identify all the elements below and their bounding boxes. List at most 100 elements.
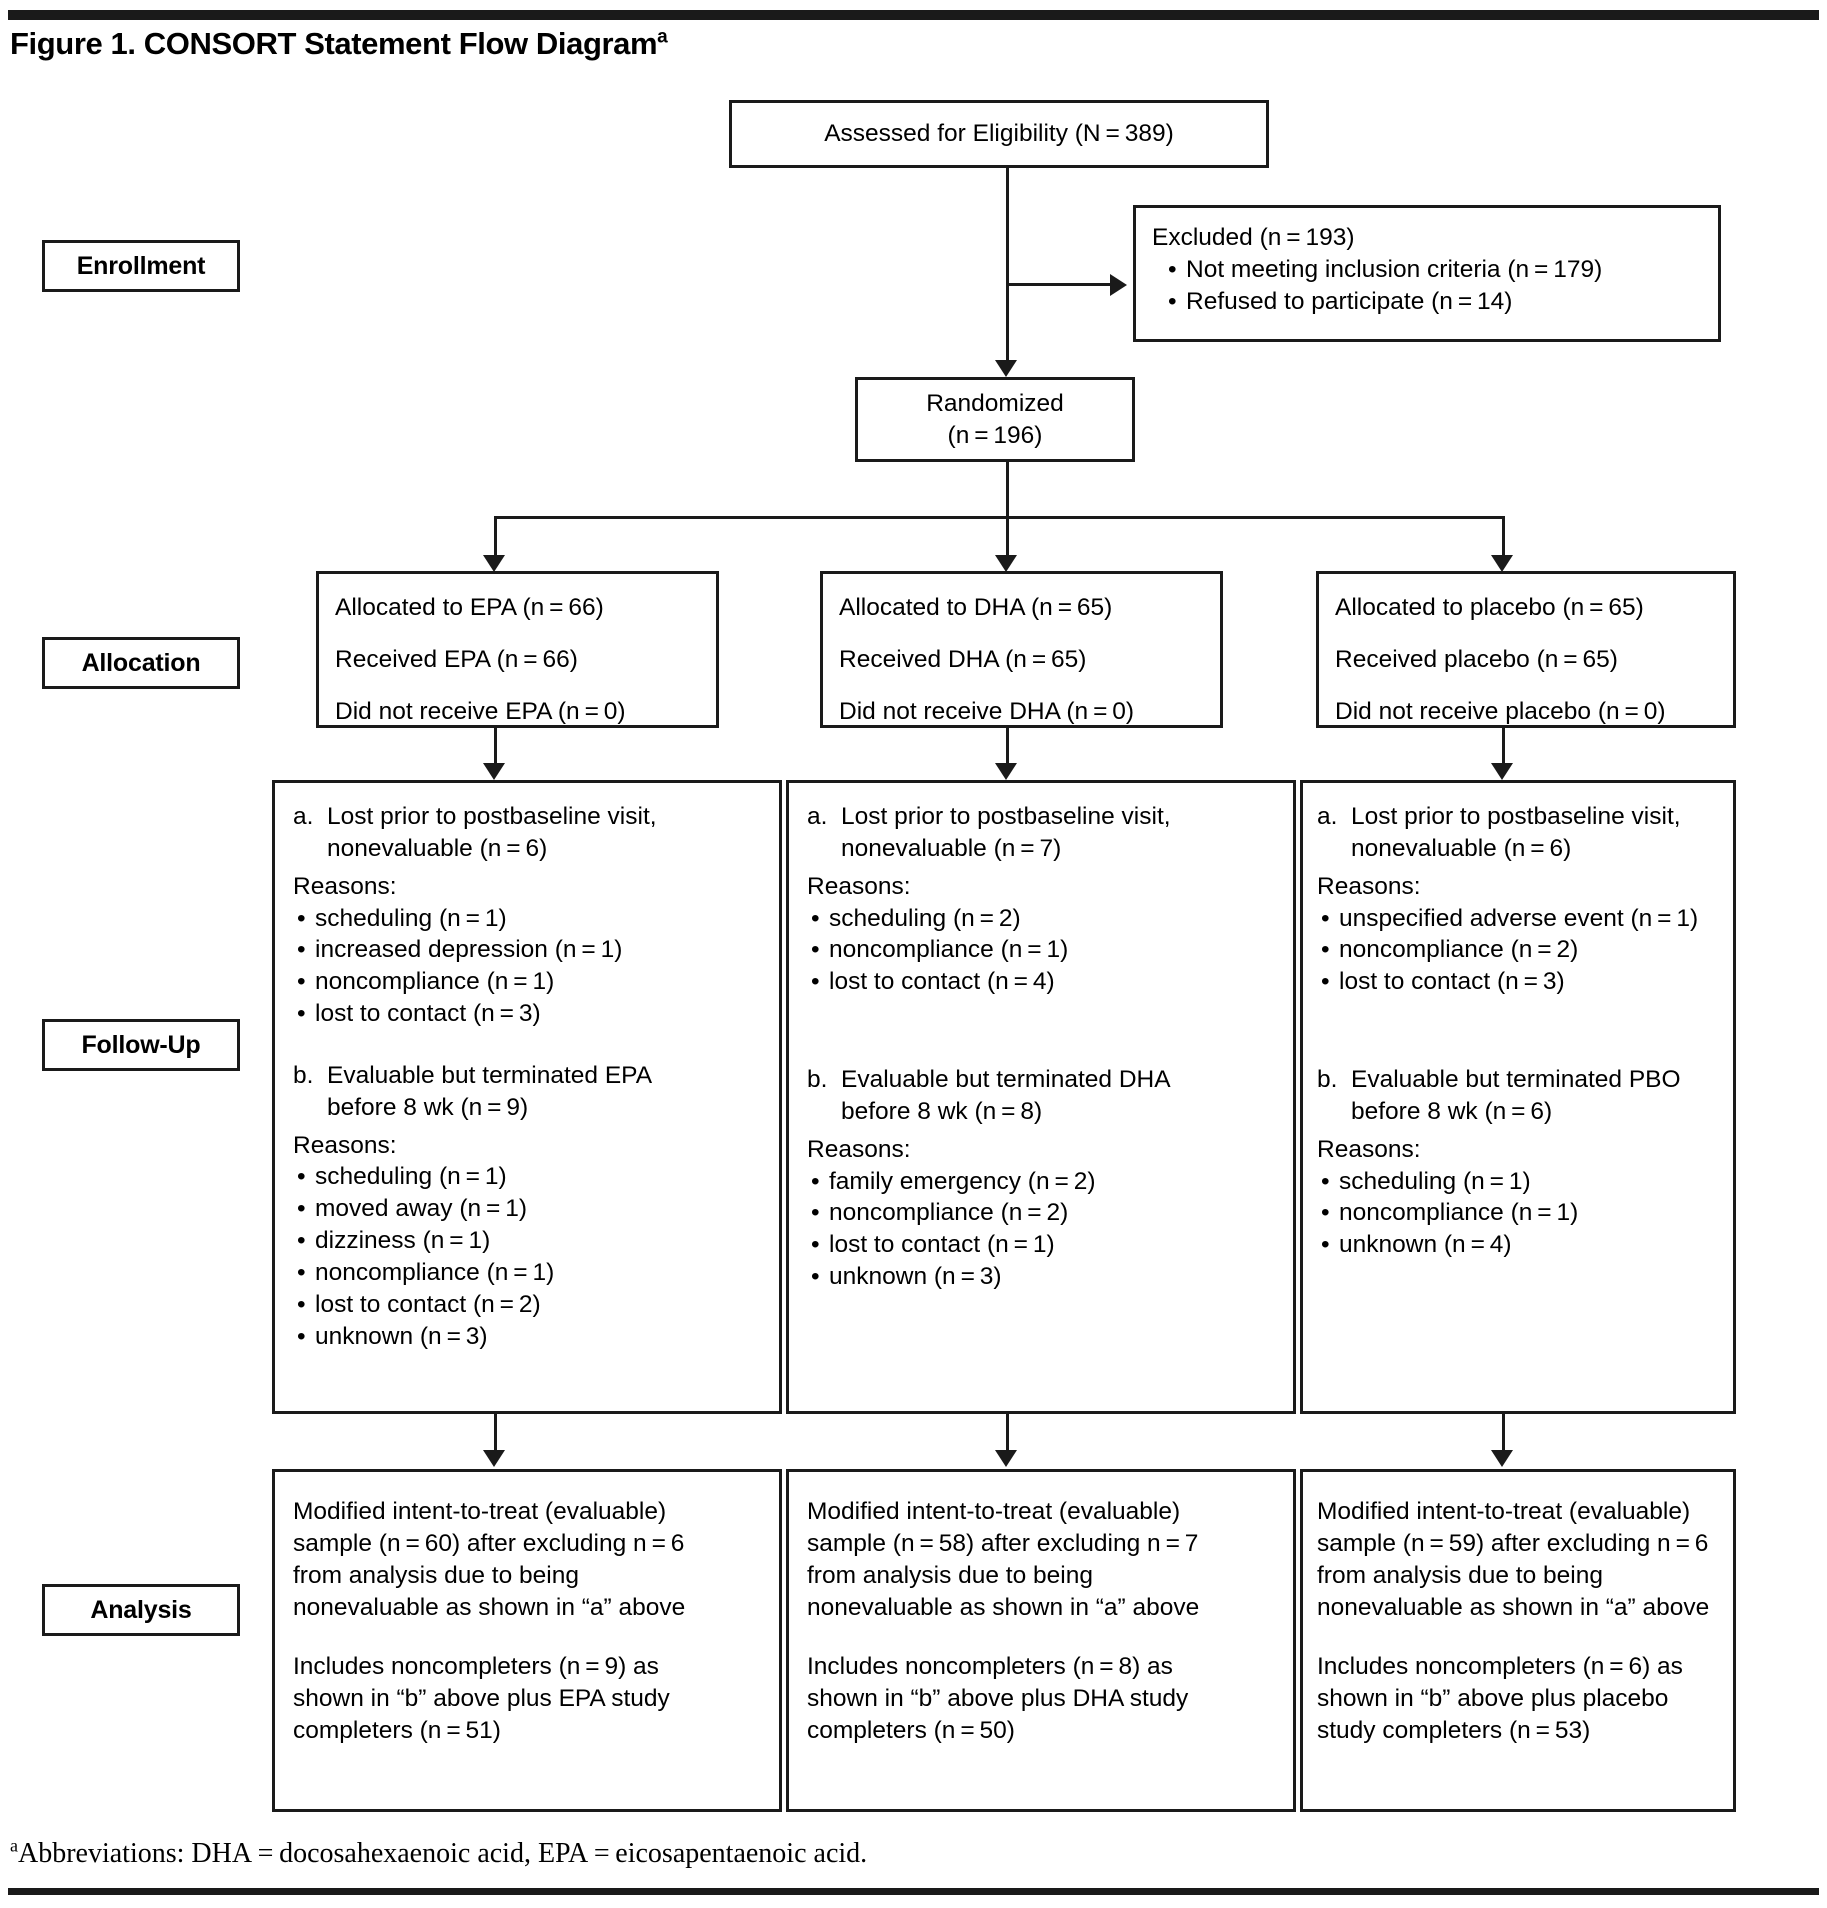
followup-placebo-a-text: Lost prior to postbaseline visit, noneva… — [1351, 801, 1719, 865]
followup-dha-b-text: Evaluable but terminated DHA before 8 wk… — [841, 1064, 1275, 1128]
analysis-dha-p1-l2: sample (n = 58) after excluding n = 7 — [807, 1529, 1199, 1557]
list-item: noncompliance (n = 1) — [293, 966, 761, 998]
box-followup-placebo: a. Lost prior to postbaseline visit, non… — [1300, 780, 1736, 1414]
analysis-dha-paragraph-1: Modified intent-to-treat (evaluable) sam… — [807, 1496, 1275, 1623]
box-followup-epa: a. Lost prior to postbaseline visit, non… — [272, 780, 782, 1414]
list-item: unknown (n = 3) — [293, 1321, 761, 1353]
list-item: unspecified adverse event (n = 1) — [1317, 903, 1719, 935]
followup-dha-b-line2: before 8 wk (n = 8) — [841, 1097, 1043, 1125]
list-item: lost to contact (n = 4) — [807, 966, 1275, 998]
list-item: scheduling (n = 1) — [1317, 1166, 1719, 1198]
connector-drop-dha — [1006, 516, 1009, 563]
box-analysis-epa: Modified intent-to-treat (evaluable) sam… — [272, 1469, 782, 1812]
stage-label-allocation: Allocation — [42, 637, 240, 689]
list-item: moved away (n = 1) — [293, 1193, 761, 1225]
followup-placebo-b-line1: Evaluable but terminated PBO — [1351, 1066, 1681, 1094]
analysis-dha-p2-l3: completers (n = 50) — [807, 1717, 1015, 1745]
followup-placebo-b-reasons-head: Reasons: — [1317, 1135, 1421, 1163]
list-item: lost to contact (n = 1) — [807, 1229, 1275, 1261]
top-rule — [8, 10, 1819, 20]
excluded-reason-list: Not meeting inclusion criteria (n = 179)… — [1152, 254, 1702, 318]
randomized-line-2: (n = 196) — [947, 421, 1043, 449]
followup-dha-a-reasons-head: Reasons: — [807, 872, 911, 900]
analysis-placebo-p1-l2: sample (n = 59) after excluding n = 6 — [1317, 1529, 1709, 1557]
connector-drop-epa — [494, 516, 497, 563]
analysis-epa-paragraph-1: Modified intent-to-treat (evaluable) sam… — [293, 1496, 761, 1623]
arrowhead-drop-epa — [483, 555, 505, 572]
followup-placebo-a-marker: a. — [1317, 803, 1338, 830]
list-item: Refused to participate (n = 14) — [1152, 286, 1702, 318]
analysis-epa-p1-l1: Modified intent-to-treat (evaluable) — [293, 1498, 667, 1525]
followup-placebo-b-title: b. Evaluable but terminated PBO before 8… — [1317, 1064, 1719, 1128]
analysis-placebo-p2-l3: study completers (n = 53) — [1317, 1717, 1591, 1745]
box-assessed-for-eligibility: Assessed for Eligibility (N = 389) — [729, 100, 1269, 168]
followup-placebo-a-line1: Lost prior to postbaseline visit, — [1351, 803, 1681, 830]
followup-dha-b-reasons: family emergency (n = 2) noncompliance (… — [807, 1166, 1275, 1293]
followup-epa-spacer — [293, 1030, 761, 1060]
analysis-dha-p2-l2: shown in “b” above plus DHA study — [807, 1685, 1189, 1713]
analysis-epa-p1-l3: from analysis due to being — [293, 1561, 579, 1589]
connector-alloc-to-fu-placebo — [1502, 728, 1505, 771]
arrowhead-drop-placebo — [1491, 555, 1513, 572]
analysis-epa-p2-l1: Includes noncompleters (n = 9) as — [293, 1653, 659, 1681]
figure-title-text: Figure 1. CONSORT Statement Flow Diagram — [10, 26, 658, 61]
followup-dha-a-line2: nonevaluable (n = 7) — [841, 834, 1062, 862]
arrowhead-to-randomized — [995, 360, 1017, 377]
followup-placebo-a-reasons: unspecified adverse event (n = 1) noncom… — [1317, 903, 1719, 999]
box-analysis-placebo: Modified intent-to-treat (evaluable) sam… — [1300, 1469, 1736, 1812]
followup-epa-a-reasons: scheduling (n = 1) increased depression … — [293, 903, 761, 1030]
allocation-epa-allocated: Allocated to EPA (n = 66) — [335, 594, 604, 621]
arrowhead-analysis-epa — [483, 1450, 505, 1467]
excluded-title: Excluded (n = 193) — [1152, 224, 1355, 251]
followup-dha-b-reasons-head: Reasons: — [807, 1135, 911, 1163]
box-allocation-placebo: Allocated to placebo (n = 65) Received p… — [1316, 571, 1736, 728]
list-item: dizziness (n = 1) — [293, 1225, 761, 1257]
stage-label-enrollment-text: Enrollment — [76, 251, 206, 280]
list-item: increased depression (n = 1) — [293, 934, 761, 966]
stage-label-allocation-text: Allocation — [81, 648, 201, 677]
followup-epa-b-title: b. Evaluable but terminated EPA before 8… — [293, 1060, 761, 1124]
followup-dha-spacer — [807, 998, 1275, 1064]
followup-placebo-spacer — [1317, 998, 1719, 1064]
followup-dha-a-title: a. Lost prior to postbaseline visit, non… — [807, 801, 1275, 865]
followup-epa-b-reasons-head: Reasons: — [293, 1131, 397, 1159]
followup-epa-b-line2: before 8 wk (n = 9) — [327, 1093, 529, 1121]
figure-title-footnote-marker: a — [657, 26, 668, 48]
followup-placebo-b-marker: b. — [1317, 1066, 1338, 1094]
followup-epa-b-marker: b. — [293, 1061, 314, 1089]
bottom-rule — [8, 1888, 1819, 1895]
connector-alloc-to-fu-dha — [1006, 728, 1009, 771]
followup-placebo-a-line2: nonevaluable (n = 6) — [1351, 834, 1572, 862]
followup-dha-a-text: Lost prior to postbaseline visit, noneva… — [841, 801, 1275, 865]
allocation-placebo-not-received: Did not receive placebo (n = 0) — [1335, 697, 1666, 725]
list-item: scheduling (n = 1) — [293, 1161, 761, 1193]
analysis-epa-p2-l2: shown in “b” above plus EPA study — [293, 1685, 670, 1713]
followup-placebo-b-text: Evaluable but terminated PBO before 8 wk… — [1351, 1064, 1719, 1128]
allocation-dha-received: Received DHA (n = 65) — [839, 645, 1087, 673]
allocation-epa-not-received: Did not receive EPA (n = 0) — [335, 697, 626, 725]
stage-label-analysis-text: Analysis — [90, 1595, 192, 1624]
analysis-placebo-p2-l2: shown in “b” above plus placebo — [1317, 1685, 1669, 1713]
analysis-dha-p2-l1: Includes noncompleters (n = 8) as — [807, 1653, 1173, 1681]
list-item: lost to contact (n = 2) — [293, 1289, 761, 1321]
box-allocation-epa: Allocated to EPA (n = 66) Received EPA (… — [316, 571, 719, 728]
followup-epa-b-line1: Evaluable but terminated EPA — [327, 1061, 653, 1089]
analysis-placebo-paragraph-1: Modified intent-to-treat (evaluable) sam… — [1317, 1496, 1719, 1623]
figure-footnote: aAbbreviations: DHA = docosahexaenoic ac… — [10, 1837, 867, 1870]
list-item: unknown (n = 3) — [807, 1261, 1275, 1293]
stage-label-analysis: Analysis — [42, 1584, 240, 1636]
figure-title: Figure 1. CONSORT Statement Flow Diagram… — [10, 26, 668, 62]
analysis-epa-p1-l2: sample (n = 60) after excluding n = 6 — [293, 1529, 685, 1557]
connector-alloc-to-fu-epa — [494, 728, 497, 771]
analysis-epa-p1-l4: nonevaluable as shown in “a” above — [293, 1593, 686, 1621]
followup-epa-a-title: a. Lost prior to postbaseline visit, non… — [293, 801, 761, 865]
followup-dha-b-title: b. Evaluable but terminated DHA before 8… — [807, 1064, 1275, 1128]
connector-fu-to-analysis-epa — [494, 1414, 497, 1457]
arrowhead-fu-dha — [995, 763, 1017, 780]
list-item: lost to contact (n = 3) — [1317, 966, 1719, 998]
followup-dha-a-line1: Lost prior to postbaseline visit, — [841, 803, 1171, 830]
allocation-dha-allocated: Allocated to DHA (n = 65) — [839, 594, 1113, 621]
stage-label-followup-text: Follow-Up — [81, 1030, 201, 1059]
followup-epa-b-text: Evaluable but terminated EPA before 8 wk… — [327, 1060, 761, 1124]
connector-fu-to-analysis-dha — [1006, 1414, 1009, 1457]
